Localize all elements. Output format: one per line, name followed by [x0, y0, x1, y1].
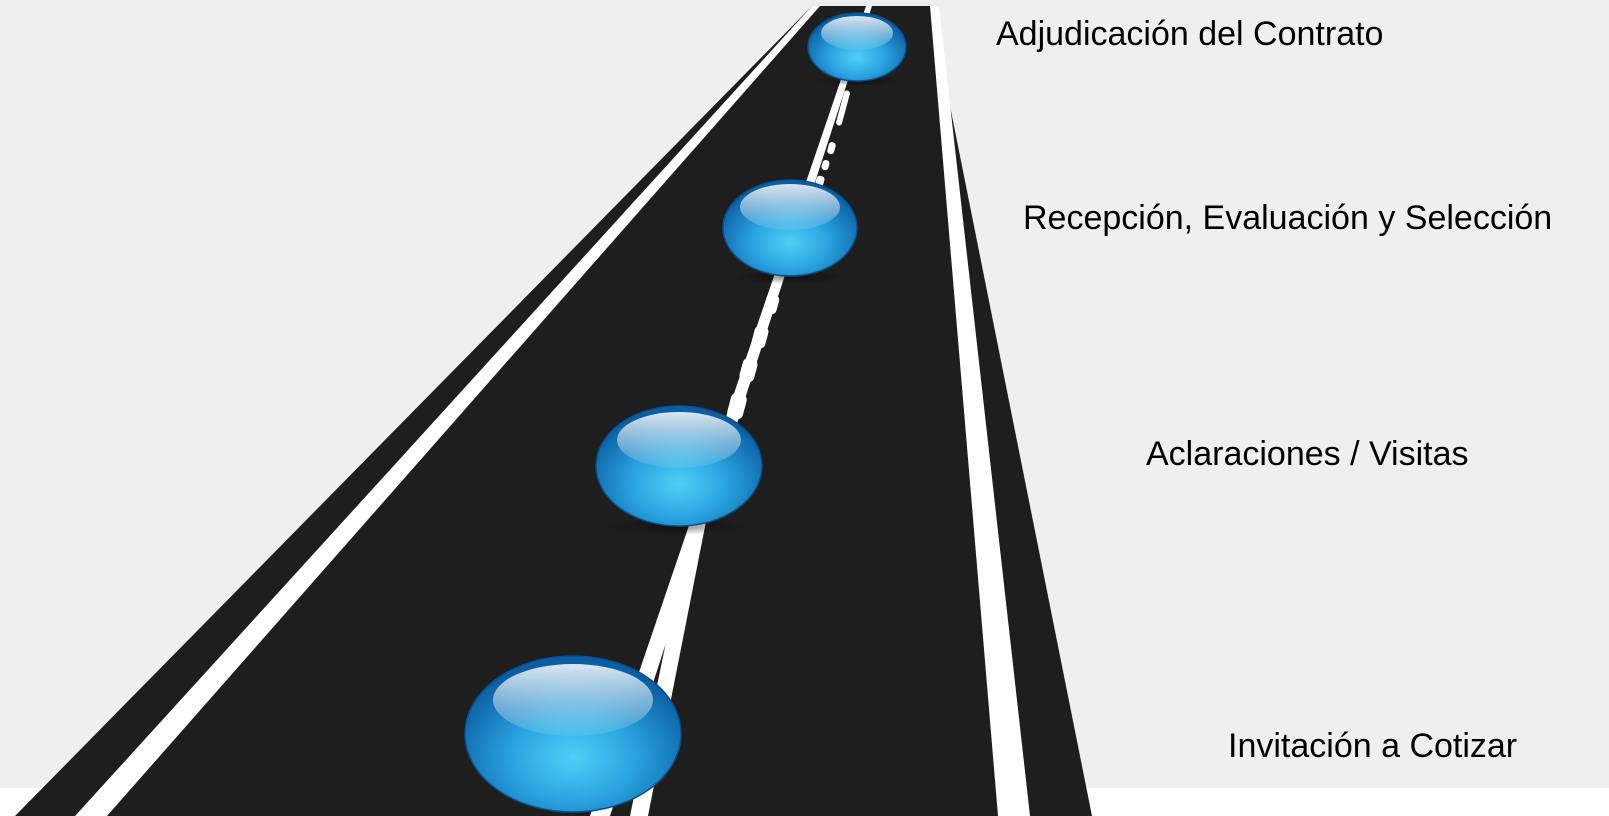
milestone-label-aclaraciones: Aclaraciones / Visitas [1146, 435, 1469, 473]
road-left-edge-line [75, 6, 820, 816]
milestone-label-adjudicacion: Adjudicación del Contrato [996, 15, 1384, 53]
road-right-edge-line [930, 6, 1030, 816]
milestone-label-recepcion: Recepción, Evaluación y Selección [1023, 199, 1553, 237]
milestone-bubble-0 [807, 12, 907, 86]
milestone-bubble-3 [464, 655, 682, 813]
milestone-bubble-1 [722, 179, 858, 284]
milestone-label-invitacion: Invitación a Cotizar [1228, 727, 1518, 765]
milestone-bubble-2 [595, 405, 763, 535]
